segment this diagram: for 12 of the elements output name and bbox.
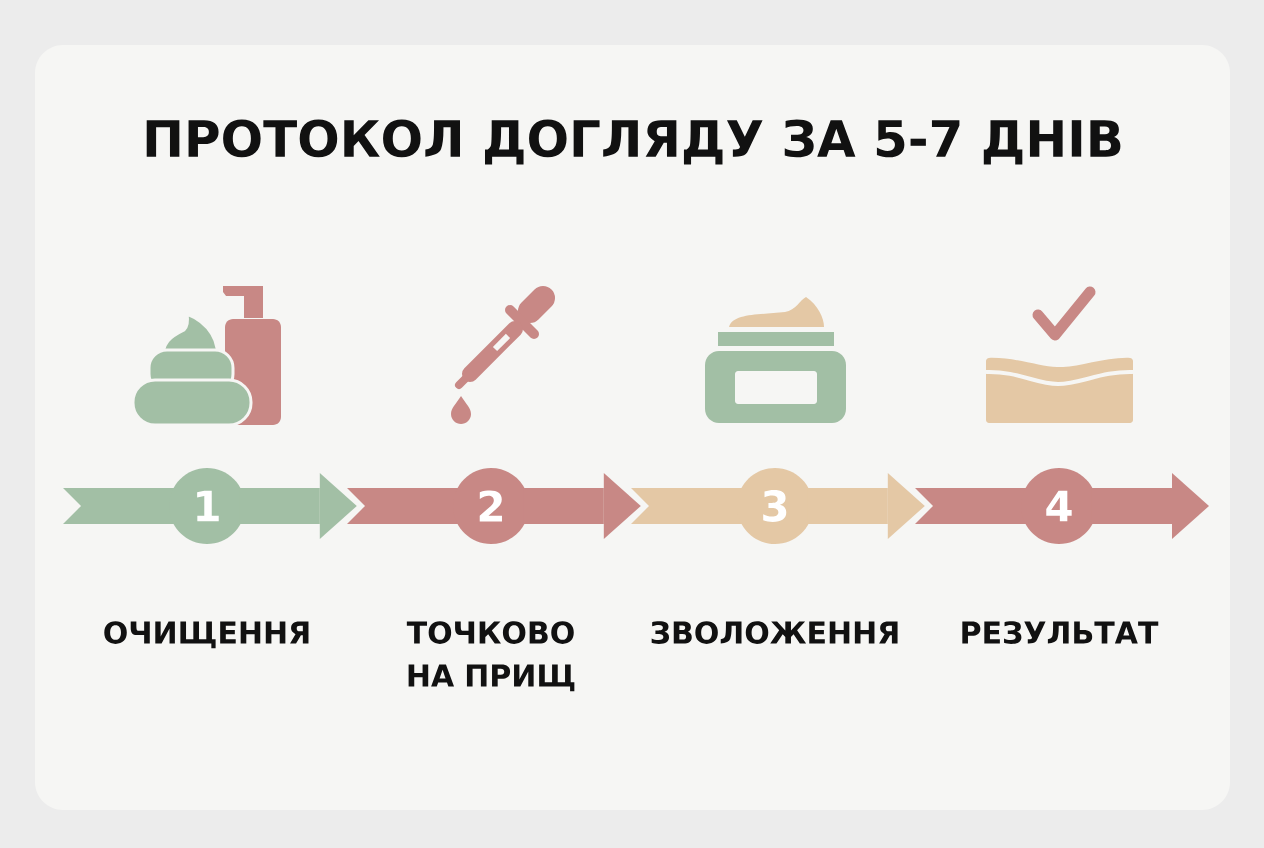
numbered-band: 2	[347, 468, 529, 544]
numbered-band: 3	[631, 468, 813, 544]
arrow	[1091, 473, 1209, 539]
title: ПРОТОКОЛ ДОГЛЯДУ ЗА 5-7 ДНІВ	[146, 119, 1121, 165]
numbered-band: 1	[63, 468, 245, 544]
arrow	[807, 473, 925, 539]
step-label: ЗВОЛОЖЕННЯ	[651, 621, 898, 644]
step-label: ОЧИЩЕННЯ	[104, 621, 309, 649]
arrow	[523, 473, 641, 539]
step-label: ТОЧКОВО НА ПРИЩ	[406, 621, 575, 692]
step-label: РЕЗУЛЬТАТ	[962, 621, 1159, 644]
numbered-band: 4	[915, 468, 1097, 544]
